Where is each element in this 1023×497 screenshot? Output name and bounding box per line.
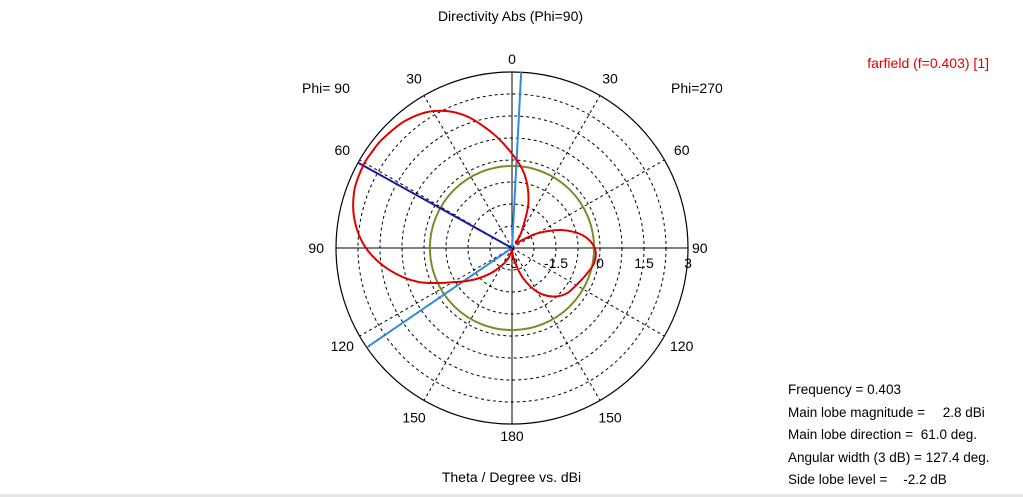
grid-spoke <box>511 247 665 337</box>
main-lobe-line <box>357 161 513 249</box>
main-lobe-direction-value: 61.0 deg. <box>920 427 978 443</box>
angle-tick-label: 120 <box>331 338 355 354</box>
grid-spoke <box>359 247 513 337</box>
angle-tick-label: 180 <box>500 428 524 444</box>
angle-tick-label: 90 <box>692 240 708 256</box>
tick-labels: 0 30 60 90 120 150 180 30 60 90 120 150 -3 -1.5 0 1.5 3 <box>308 51 707 444</box>
grid-spoke <box>359 159 513 249</box>
grid-spoke <box>511 247 601 401</box>
radial-tick-label: 1.5 <box>634 255 654 271</box>
angle-tick-label: 60 <box>335 142 351 158</box>
angle-tick-label: 150 <box>402 410 426 426</box>
angle-tick-label: 90 <box>308 240 324 256</box>
angle-tick-label: 120 <box>670 338 694 354</box>
directivity-trace <box>352 109 597 298</box>
radial-tick-label: 3 <box>684 255 692 271</box>
angle-tick-label: 30 <box>406 70 422 86</box>
radial-tick-label: -3 <box>506 255 519 271</box>
legend-entry: farfield (f=0.403) [1] <box>867 55 989 71</box>
grid-spoke <box>511 159 665 249</box>
grid-spoke <box>423 247 513 401</box>
radial-tick-label: -1.5 <box>544 255 568 271</box>
angle-tick-label: 60 <box>674 142 690 158</box>
angle-tick-label: 150 <box>598 410 622 426</box>
frequency-label: Frequency = <box>788 382 868 397</box>
x-axis-label: Theta / Degree vs. dBi <box>441 469 582 485</box>
outer-circle <box>335 71 689 425</box>
beam-width-line <box>366 247 513 349</box>
phi-right-label: Phi=270 <box>671 80 723 96</box>
angle-tick-label: 0 <box>508 51 516 67</box>
bottom-border <box>0 494 1023 497</box>
grid-spoke <box>511 95 601 249</box>
frequency-value: 0.403 <box>867 382 901 397</box>
side-lobe-level-label: Side lobe level = <box>788 472 892 488</box>
side-lobe-level-value: -2.2 dB <box>903 472 947 488</box>
angular-width-label: Angular width (3 dB) = <box>788 449 926 465</box>
angle-tick-label: 30 <box>602 70 618 86</box>
info-panel: Frequency = 0.403 Main lobe magnitude = … <box>788 379 990 492</box>
angular-width-value: 127.4 deg. <box>925 449 990 465</box>
grid-spoke <box>423 95 513 249</box>
phi-left-label: Phi= 90 <box>302 80 350 96</box>
traces <box>352 72 597 349</box>
main-lobe-magnitude-label: Main lobe magnitude = <box>788 404 929 420</box>
main-lobe-direction-label: Main lobe direction = <box>788 427 917 443</box>
radial-tick-label: 0 <box>596 255 604 271</box>
chart-title: Directivity Abs (Phi=90) <box>437 8 584 24</box>
main-lobe-magnitude-value: 2.8 dBi <box>942 404 985 420</box>
